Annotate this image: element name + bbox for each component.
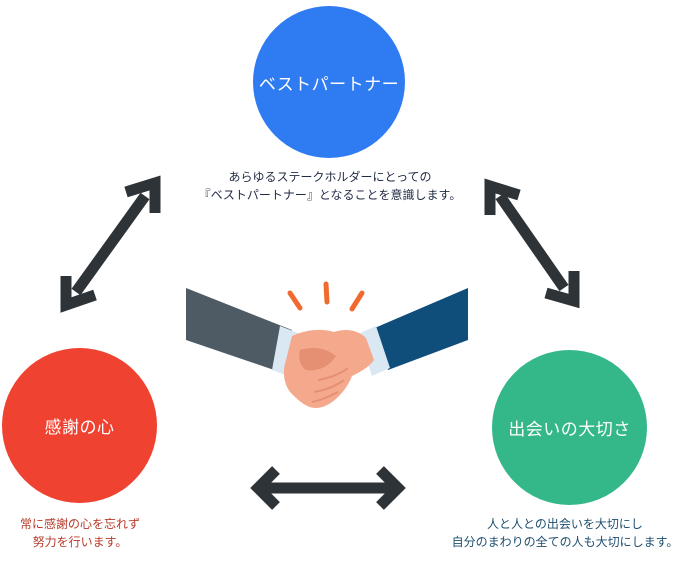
description-line: 常に感謝の心を忘れず xyxy=(19,517,140,531)
circle-gratitude: 感謝の心 xyxy=(2,348,157,503)
circle-label-encounters: 出会いの大切さ xyxy=(508,420,631,440)
handshake-icon xyxy=(186,281,468,408)
circle-best-partner: ベストパートナー xyxy=(253,6,405,158)
circle-label-best-partner: ベストパートナー xyxy=(258,74,400,95)
left-sleeve xyxy=(186,288,292,372)
circle-encounters: 出会いの大切さ xyxy=(492,350,647,505)
description-gratitude: 常に感謝の心を忘れず 努力を行います。 xyxy=(0,515,160,551)
description-encounters: 人と人との出会いを大切にし 自分のまわりの全ての人も大切にします。 xyxy=(430,515,700,551)
burst-lines xyxy=(287,281,365,312)
double-arrow-icon-bottom xyxy=(250,466,406,510)
description-best-partner: あらゆるステークホルダーにとっての 『ベストパートナー』となることを意識します。 xyxy=(170,168,490,204)
description-line: 人と人との出会いを大切にし xyxy=(487,517,643,531)
finger-lines xyxy=(311,367,349,403)
double-arrow-icon-left xyxy=(60,175,161,313)
double-arrow-icon-right xyxy=(484,178,580,309)
description-line: 自分のまわりの全ての人も大切にします。 xyxy=(451,535,679,549)
hand-shadow xyxy=(299,348,336,371)
description-line: あらゆるステークホルダーにとっての xyxy=(228,170,432,184)
description-line: 『ベストパートナー』となることを意識します。 xyxy=(198,188,462,202)
circle-label-gratitude: 感謝の心 xyxy=(44,418,115,438)
description-line: 努力を行います。 xyxy=(32,535,128,549)
right-sleeve xyxy=(370,288,468,370)
